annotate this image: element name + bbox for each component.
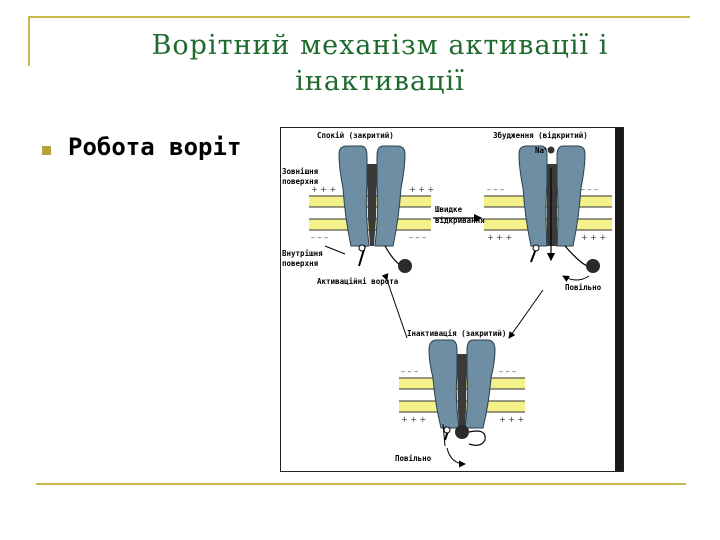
svg-text:+ + +: + + + — [487, 233, 512, 242]
channel-pore — [457, 354, 467, 428]
channel-subunit-right — [556, 145, 586, 247]
svg-text:– – –: – – – — [311, 233, 328, 242]
label-activation-gate: Активаційні ворота — [317, 277, 399, 286]
svg-text:+ + +: + + + — [311, 185, 336, 194]
figure-edge-strip — [615, 128, 623, 471]
slide-title-line1: Ворітний механізм активації і — [151, 30, 609, 61]
label-slow-1: Повільно — [565, 283, 602, 292]
svg-text:– – –: – – – — [487, 185, 504, 194]
svg-text:+ + +: + + + — [581, 233, 606, 242]
bullet-text: Робота воріт — [68, 133, 242, 161]
frame-left-line — [28, 16, 30, 66]
label-inner-1: Внутрішня — [282, 249, 323, 258]
frame-bottom-line — [36, 483, 686, 485]
svg-text:+ + +: + + + — [409, 185, 434, 194]
svg-text:– – –: – – – — [409, 233, 426, 242]
label-outer-1: Зовнішня — [282, 167, 319, 176]
channel-inactivated: – – – – – – + + + + + + — [399, 339, 525, 468]
frame-top-line — [28, 16, 690, 18]
svg-text:+ + +: + + + — [401, 415, 426, 424]
na-ion — [547, 146, 555, 154]
svg-text:– – –: – – – — [401, 367, 418, 376]
label-fast-1: Швидке — [435, 205, 463, 214]
svg-text:+ + +: + + + — [499, 415, 524, 424]
channel-subunit-right — [464, 339, 496, 429]
label-rest: Спокій (закритий) — [317, 131, 394, 140]
gating-diagram: + + + + + + – – – – – – – – – – – – + + … — [282, 128, 623, 471]
inactivation-ball — [398, 259, 412, 273]
svg-text:– – –: – – – — [581, 185, 598, 194]
arrow-return-rest — [381, 273, 408, 339]
arrow-to-inactivation — [508, 289, 544, 339]
svg-text:– – –: – – – — [499, 367, 516, 376]
channel-subunit-left — [518, 145, 548, 247]
slide-title: Ворітний механізм активації і інактиваці… — [60, 28, 700, 100]
label-inner-2: поверхня — [282, 259, 319, 268]
channel-rest: + + + + + + – – – – – – — [309, 145, 434, 273]
channel-excited: – – – – – – + + + + + + — [484, 145, 612, 283]
bullet-marker — [42, 146, 51, 155]
label-fast-2: відкривання — [435, 216, 485, 225]
label-outer-2: поверхня — [282, 177, 319, 186]
label-na: Na+ — [535, 146, 547, 155]
channel-subunit-left — [338, 145, 370, 247]
pointer-activation-gate — [324, 245, 346, 255]
gating-figure: + + + + + + – – – – – – – – – – – – + + … — [280, 127, 624, 472]
label-inactivation: Інактивація (закритий) — [407, 329, 506, 338]
channel-pore — [547, 164, 557, 246]
channel-subunit-left — [428, 339, 460, 429]
inactivation-ball — [455, 425, 469, 439]
slide-title-line2: інактивації — [295, 66, 465, 97]
label-excited: Збудження (відкритий) — [493, 131, 588, 140]
channel-pore — [367, 164, 377, 246]
channel-subunit-right — [374, 145, 406, 247]
label-slow-2: Повільно — [395, 454, 432, 463]
inactivation-ball — [586, 259, 600, 273]
